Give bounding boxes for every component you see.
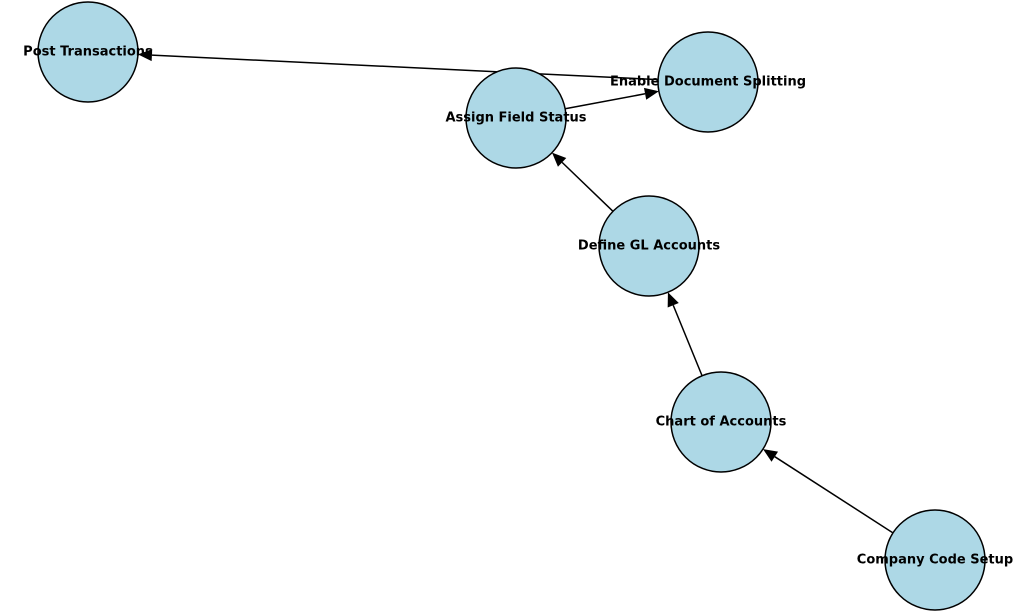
edge-assign_field_status-to-enable_document_splitting [565,87,659,110]
node-label: Company Code Setup [857,553,1013,568]
node-circle [884,509,986,611]
arrowhead-icon [763,449,779,462]
arrowhead-icon [137,49,153,62]
edge-line [774,456,894,534]
node-label: Post Transactions [23,45,153,60]
edges-layer [137,49,894,534]
node-circle [657,31,759,133]
edge-enable_document_splitting-to-post_transactions [137,49,659,81]
node-circle [670,371,772,473]
edge-line [565,93,646,110]
node-circle [465,67,567,169]
edge-line [151,54,659,81]
node-label: Chart of Accounts [656,415,787,430]
edge-define_gl_accounts-to-assign_field_status [552,152,614,212]
arrowhead-icon [667,292,679,308]
arrowhead-icon [552,152,567,167]
node-label: Enable Document Splitting [610,75,806,90]
node-label: Define GL Accounts [578,239,720,254]
edge-line [561,161,614,212]
node-enable-document-splitting: Enable Document Splitting [610,31,806,133]
node-label: Assign Field Status [445,111,586,126]
node-circle [598,195,700,297]
edge-chart_of_accounts-to-define_gl_accounts [667,292,703,377]
arrowhead-icon [643,87,659,100]
node-chart-of-accounts: Chart of Accounts [656,371,787,473]
node-post-transactions: Post Transactions [23,1,153,103]
edge-company_code_setup-to-chart_of_accounts [763,449,894,534]
node-circle [37,1,139,103]
node-assign-field-status: Assign Field Status [445,67,587,169]
node-define-gl-accounts: Define GL Accounts [578,195,720,297]
node-company-code-setup: Company Code Setup [857,509,1013,611]
nodes-layer: Company Code Setup Chart of Accounts Defin… [23,1,1013,611]
edge-line [672,304,703,377]
